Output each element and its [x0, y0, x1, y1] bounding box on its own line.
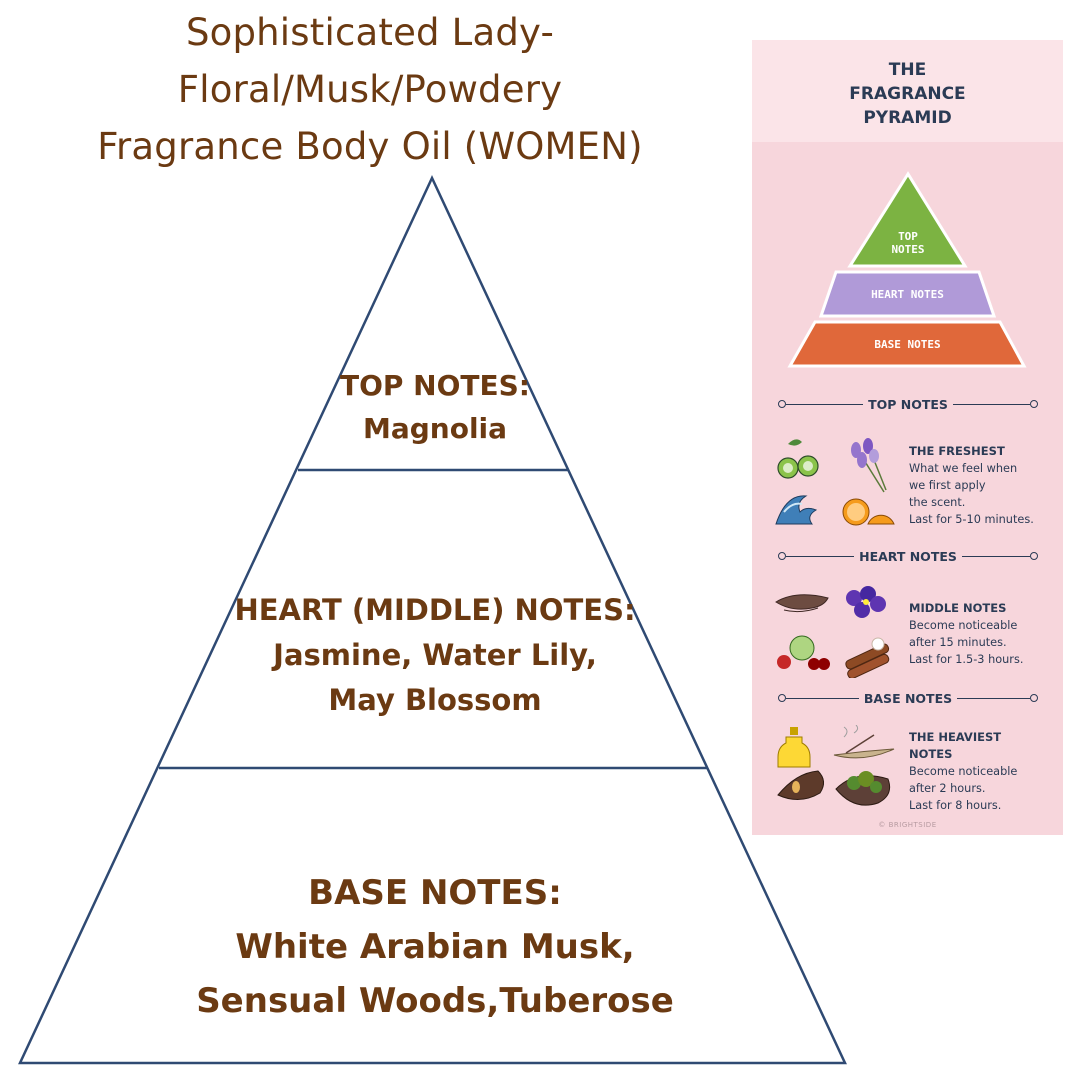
infographic-title-line: FRAGRANCE	[849, 84, 966, 104]
top-notes-line: Magnolia	[362, 412, 508, 445]
mini-pyramid-top-tier	[847, 171, 968, 268]
base-notes-line: Sensual Woods,Tuberose	[196, 981, 674, 1021]
divider-top-notes: TOP NOTES	[778, 395, 1038, 415]
divider-label: HEART NOTES	[778, 547, 1038, 567]
divider-dot	[778, 552, 786, 560]
divider-label-text: BASE NOTES	[858, 691, 958, 706]
divider-label-text: TOP NOTES	[863, 397, 953, 412]
description-line: What we feel when	[909, 462, 1018, 475]
base-notes-description: THE HEAVIEST NOTES Become noticeable aft…	[909, 729, 1059, 814]
description-heading: NOTES	[909, 747, 953, 761]
title-line: Floral/Musk/Powdery	[177, 68, 563, 111]
orange-icon	[842, 498, 895, 526]
mini-top-label-line: NOTES	[891, 243, 925, 256]
main-title: Sophisticated Lady- Floral/Musk/Powdery …	[40, 4, 700, 175]
heart-notes-line: May Blossom	[328, 683, 542, 717]
top-notes-icons	[775, 438, 895, 526]
divider-label: BASE NOTES	[778, 689, 1038, 709]
infographic-title-line: PYRAMID	[863, 108, 952, 128]
description-line: Last for 1.5-3 hours.	[909, 653, 1024, 666]
description-line: Last for 8 hours.	[909, 799, 1002, 812]
description-heading: THE HEAVIEST	[909, 730, 1002, 744]
moss-icon	[835, 771, 891, 806]
description-heading: THE FRESHEST	[909, 444, 1005, 458]
cucumber-icon	[777, 439, 819, 479]
pyramid-outline	[18, 175, 847, 1065]
credit-text: © BRIGHTSIDE	[878, 821, 937, 829]
oil-bottle-icon	[777, 727, 811, 768]
base-notes-heading: BASE NOTES:	[308, 873, 562, 913]
description-line: after 15 minutes.	[909, 636, 1007, 649]
heart-notes-icons	[775, 586, 890, 678]
mini-pyramid	[787, 171, 1027, 368]
top-notes-heading: TOP NOTES:	[340, 369, 530, 402]
wave-icon	[775, 495, 818, 525]
divider-label: TOP NOTES	[778, 395, 1038, 415]
title-line: Fragrance Body Oil (WOMEN)	[97, 125, 643, 168]
divider-label-text: HEART NOTES	[854, 549, 962, 564]
fragrance-pyramid-infographic: THE FRAGRANCE PYRAMID TOP NOTES HEART NO…	[752, 40, 1063, 835]
divider-dot	[1030, 552, 1038, 560]
divider-dot	[778, 694, 786, 702]
mini-top-label-line: TOP	[898, 230, 918, 243]
lavender-icon	[851, 438, 887, 493]
divider-dot	[1030, 400, 1038, 408]
description-line: the scent.	[909, 496, 966, 509]
heart-notes-line: Jasmine, Water Lily,	[273, 638, 597, 672]
incense-icon	[833, 725, 895, 759]
base-notes-line: White Arabian Musk,	[235, 927, 635, 967]
bark-icon	[775, 594, 829, 613]
description-line: Last for 5-10 minutes.	[909, 513, 1034, 526]
title-line: Sophisticated Lady-	[185, 11, 555, 54]
mini-heart-label: HEART NOTES	[871, 288, 944, 301]
base-notes-text: BASE NOTES: White Arabian Musk, Sensual …	[150, 866, 720, 1028]
divider-heart-notes: HEART NOTES	[778, 547, 1038, 567]
heart-notes-heading: HEART (MIDDLE) NOTES:	[234, 593, 636, 627]
infographic-title: THE FRAGRANCE PYRAMID	[752, 58, 1063, 130]
fruit-icon	[777, 635, 830, 670]
violet-flower-icon	[846, 586, 886, 618]
mini-pyramid-heart-tier	[818, 270, 997, 318]
description-line: we first apply	[909, 479, 986, 492]
base-notes-icons	[777, 725, 895, 806]
mini-top-label: TOP NOTES	[878, 230, 938, 256]
cinnamon-icon	[845, 637, 890, 678]
infographic-header	[752, 40, 1063, 142]
mini-base-label: BASE NOTES	[874, 338, 941, 351]
divider-dot	[1030, 694, 1038, 702]
description-line: Become noticeable	[909, 619, 1018, 632]
mini-pyramid-base-tier	[787, 320, 1027, 368]
description-line: Become noticeable	[909, 765, 1018, 778]
divider-base-notes: BASE NOTES	[778, 689, 1038, 709]
description-line: after 2 hours.	[909, 782, 986, 795]
top-notes-text: TOP NOTES: Magnolia	[290, 364, 580, 450]
description-heading: MIDDLE NOTES	[909, 601, 1007, 615]
wood-icon	[777, 770, 824, 800]
top-notes-description: THE FRESHEST What we feel when we first …	[909, 443, 1059, 528]
heart-notes-description: MIDDLE NOTES Become noticeable after 15 …	[909, 600, 1059, 668]
heart-notes-text: HEART (MIDDLE) NOTES: Jasmine, Water Lil…	[200, 588, 670, 723]
infographic-title-line: THE	[888, 60, 927, 80]
divider-dot	[778, 400, 786, 408]
